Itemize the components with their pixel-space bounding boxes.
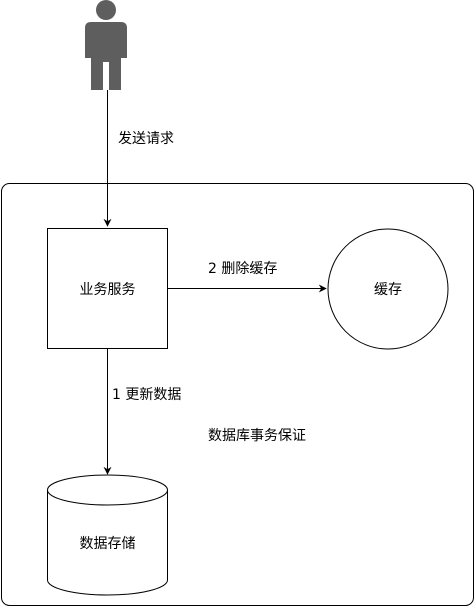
update-data-label: 1 更新数据 bbox=[112, 387, 181, 403]
service-label: 业务服务 bbox=[80, 282, 136, 298]
transaction-label: 数据库事务保证 bbox=[208, 428, 306, 444]
service-box bbox=[47, 228, 168, 349]
request-label: 发送请求 bbox=[118, 131, 174, 147]
user-icon bbox=[85, 0, 127, 90]
cache-node bbox=[327, 228, 449, 350]
cache-label: 缓存 bbox=[374, 282, 402, 298]
delete-cache-label: 2 删除缓存 bbox=[208, 261, 277, 277]
storage-label: 数据存储 bbox=[80, 536, 136, 552]
transaction-boundary bbox=[1, 183, 474, 606]
storage-cylinder bbox=[47, 474, 168, 596]
